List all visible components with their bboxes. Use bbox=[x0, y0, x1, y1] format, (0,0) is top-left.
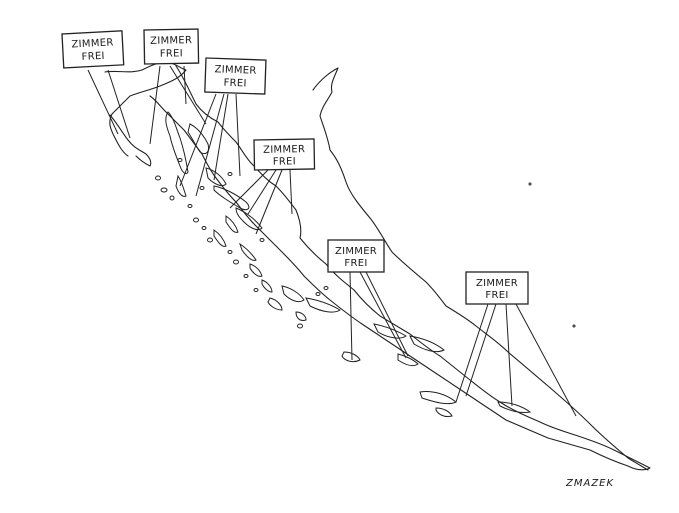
sign-line2: FREI bbox=[81, 51, 105, 63]
sign-line2: FREI bbox=[273, 156, 296, 167]
island-dot bbox=[297, 323, 303, 329]
island-solta bbox=[267, 297, 283, 311]
sign-6-poles bbox=[455, 303, 577, 417]
zimmer-frei-sign: ZIMMER FREI bbox=[327, 239, 385, 273]
inland-outline bbox=[312, 67, 649, 471]
island-dot bbox=[572, 324, 576, 328]
island-lastovo bbox=[341, 351, 361, 363]
island-dot bbox=[233, 259, 239, 265]
artist-signature: ZMAZEK bbox=[565, 478, 614, 489]
island-dot bbox=[243, 274, 249, 278]
zimmer-frei-sign: ZIMMER FREI bbox=[465, 271, 529, 305]
island-south-2 bbox=[435, 407, 453, 417]
island-brac bbox=[281, 285, 305, 303]
island-dot bbox=[227, 172, 233, 176]
istria-outline bbox=[104, 61, 187, 157]
island-dugi bbox=[235, 207, 263, 231]
island-hvar bbox=[305, 297, 341, 313]
island-dot bbox=[193, 217, 199, 223]
island-pag bbox=[213, 185, 250, 211]
sign-line1: ZIMMER bbox=[214, 64, 256, 76]
island-dot bbox=[227, 250, 233, 254]
island-kornat bbox=[213, 229, 227, 247]
island-cres bbox=[165, 111, 189, 175]
zimmer-frei-sign: ZIMMER FREI bbox=[204, 57, 267, 95]
island-dot bbox=[177, 158, 183, 162]
sign-5-poles bbox=[349, 271, 409, 361]
island-dot bbox=[253, 288, 259, 292]
island-small-2 bbox=[261, 279, 273, 293]
island-dot bbox=[201, 226, 207, 230]
island-vis bbox=[295, 311, 307, 321]
island-south-1 bbox=[419, 391, 457, 405]
island-rab bbox=[205, 167, 227, 187]
island-dot bbox=[160, 187, 168, 193]
island-dot bbox=[315, 292, 321, 296]
sign-1-poles bbox=[87, 69, 131, 139]
sign-line2: FREI bbox=[344, 258, 367, 269]
zimmer-frei-sign: ZIMMER FREI bbox=[61, 30, 125, 69]
sign-line1: ZIMMER bbox=[150, 35, 192, 47]
island-dot bbox=[169, 195, 175, 201]
mainland-coastline bbox=[149, 65, 651, 471]
island-peljesac bbox=[409, 335, 445, 353]
sign-line1: ZIMMER bbox=[71, 37, 114, 50]
sign-line1: ZIMMER bbox=[335, 246, 377, 257]
island-ugljan bbox=[225, 215, 239, 233]
island-losinj bbox=[175, 174, 187, 197]
sign-line1: ZIMMER bbox=[263, 144, 305, 156]
island-dot bbox=[323, 286, 329, 290]
island-dot bbox=[207, 237, 213, 243]
island-korcula bbox=[373, 323, 407, 339]
island-dot bbox=[187, 204, 193, 208]
zimmer-frei-sign: ZIMMER FREI bbox=[253, 138, 316, 171]
island-dot bbox=[199, 186, 205, 190]
island-dot bbox=[528, 182, 532, 186]
zimmer-frei-sign: ZIMMER FREI bbox=[143, 28, 200, 65]
sign-3-poles bbox=[179, 93, 241, 197]
island-south-3 bbox=[497, 401, 532, 413]
sign-line1: ZIMMER bbox=[476, 278, 518, 289]
sign-line2: FREI bbox=[160, 48, 183, 59]
sign-line2: FREI bbox=[223, 78, 247, 90]
sign-2-poles bbox=[149, 65, 207, 145]
sign-4-poles bbox=[229, 169, 293, 235]
island-murter bbox=[239, 242, 257, 261]
island-small-1 bbox=[249, 263, 263, 277]
inner-coast-detail bbox=[109, 114, 152, 167]
island-dot bbox=[259, 238, 265, 242]
island-dots bbox=[155, 158, 576, 329]
sign-line2: FREI bbox=[485, 290, 508, 301]
island-dot bbox=[155, 175, 161, 181]
